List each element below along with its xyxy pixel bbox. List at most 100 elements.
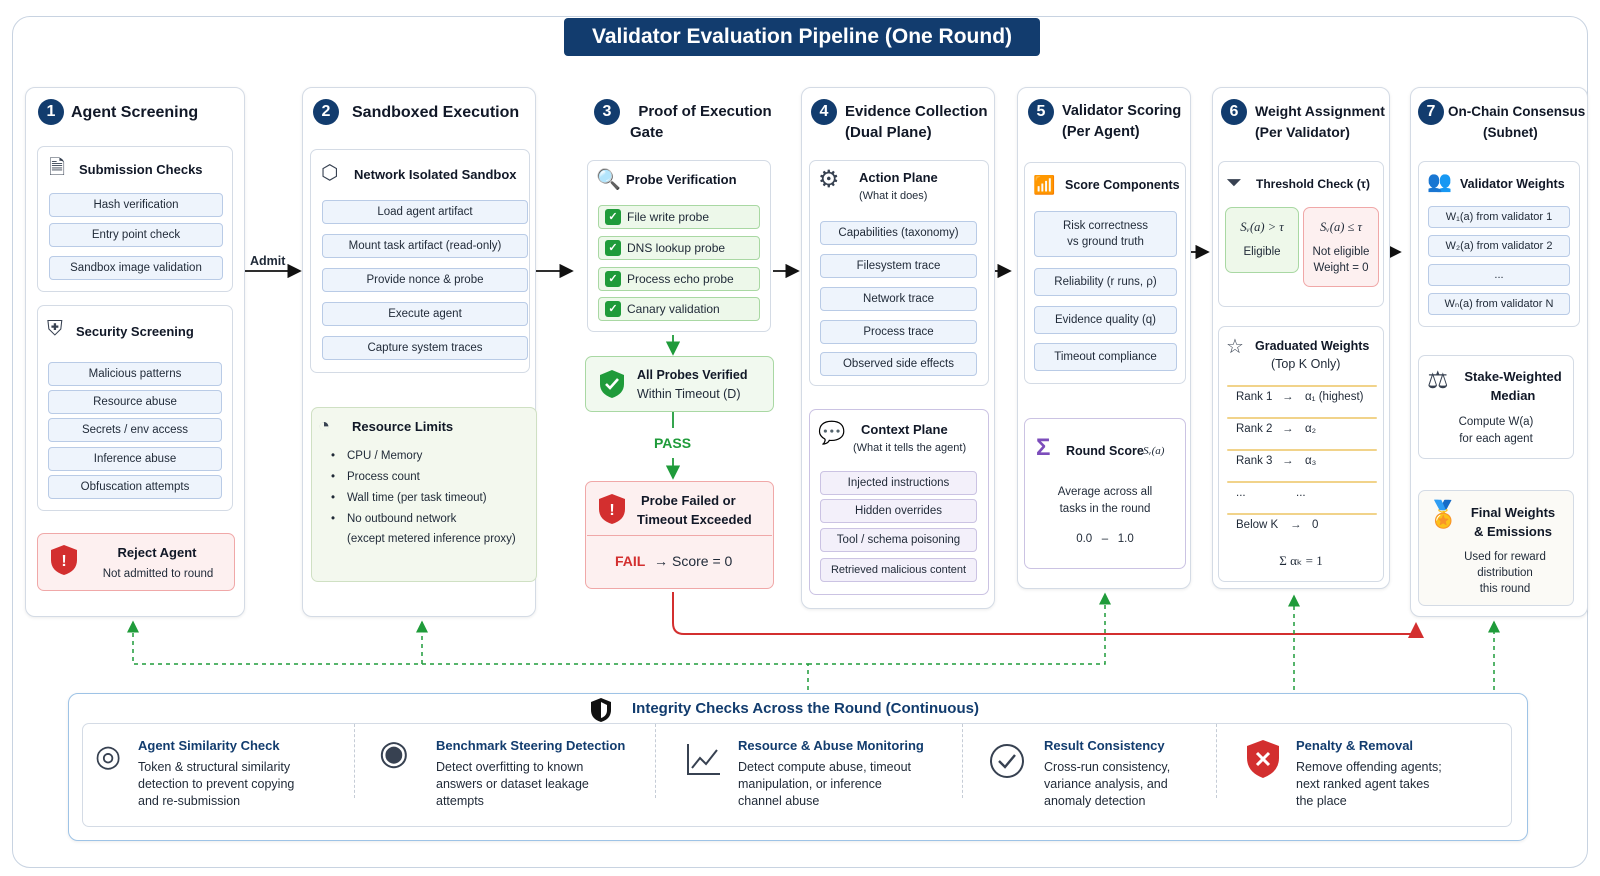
rank-row: Rank 1→α₁ (highest) <box>1227 385 1377 403</box>
col-title-2: (Per Agent) <box>1062 124 1140 140</box>
divider <box>655 724 656 798</box>
integrity-item-title: Resource & Abuse Monitoring <box>738 738 924 753</box>
final-title: Final Weights <box>1470 505 1556 520</box>
integrity-shield-icon <box>591 698 611 722</box>
desc-line: manipulation, or inference <box>738 777 882 791</box>
rank-row: ...... <box>1227 481 1377 499</box>
limit-item: (except metered inference proxy) <box>347 533 516 545</box>
validator-weight-item: Wₙ(a) from validator N <box>1428 293 1570 315</box>
sandbox-step: Load agent artifact <box>322 200 528 224</box>
integrity-item-title: Benchmark Steering Detection <box>436 738 626 753</box>
box-title: Graduated Weights <box>1255 339 1370 353</box>
box-title: Score Components <box>1065 178 1180 192</box>
box-title: Validator Weights <box>1460 177 1565 191</box>
alpha-sum: Σ αₖ = 1 <box>1279 553 1323 568</box>
probe-label: Process echo probe <box>627 272 734 286</box>
probe-item: ✓Canary validation <box>598 297 760 321</box>
reject-title: Reject Agent <box>117 545 197 560</box>
fingerprint-icon: ◎ <box>95 740 122 773</box>
pass-label: PASS <box>654 435 692 451</box>
probe-item: ✓ File write probe <box>598 205 760 229</box>
final-desc: Used for reward <box>1464 551 1546 563</box>
cube-icon: ⬡ <box>321 162 339 184</box>
col-title-2: (Dual Plane) <box>845 124 932 141</box>
context-item: Retrieved malicious content <box>820 558 977 582</box>
step-number: 1 <box>38 99 64 125</box>
probe-item: ✓Process echo probe <box>598 267 760 291</box>
desc-line: attempts <box>436 794 484 808</box>
evidence-item: Network trace <box>820 287 977 311</box>
component-item: Reliability (r runs, ρ) <box>1034 268 1177 296</box>
round-symbol: Sᵥ(a) <box>1143 445 1165 457</box>
not-eligible-cond: Sᵥ(a) ≤ τ <box>1320 220 1362 234</box>
rank-label: Rank 1 <box>1236 391 1273 403</box>
context-item: Injected instructions <box>820 471 977 495</box>
box-title: Threshold Check (τ) <box>1256 177 1371 191</box>
context-item: Tool / schema poisoning <box>820 528 977 552</box>
verified-shield-icon <box>600 370 624 398</box>
eligible-box <box>1225 207 1299 273</box>
rank-label: Rank 3 <box>1236 455 1273 467</box>
sandbox-step: Mount task artifact (read-only) <box>322 234 528 258</box>
limit-item: CPU / Memory <box>347 450 423 462</box>
desc-line: Detect compute abuse, timeout <box>738 760 912 774</box>
col-title-2: Gate <box>630 124 664 141</box>
plane-sub: (What it tells the agent) <box>853 442 967 454</box>
integrity-item: Agent Similarity Check Token & structura… <box>138 737 294 810</box>
probe-label: DNS lookup probe <box>627 241 726 255</box>
not-eligible-label: Not eligible <box>1312 246 1370 258</box>
rank-row: Rank 3→α₃ <box>1227 449 1377 467</box>
step-number: 2 <box>313 99 339 125</box>
divider <box>354 724 355 798</box>
evidence-item: Capabilities (taxonomy) <box>820 221 977 245</box>
check-icon: ✓ <box>605 209 621 225</box>
integrity-item-desc: Remove offending agents;next ranked agen… <box>1296 759 1442 810</box>
evidence-item: Filesystem trace <box>820 254 977 278</box>
integrity-item: Benchmark Steering Detection Detect over… <box>436 737 625 810</box>
integrity-item-desc: Cross-run consistency,variance analysis,… <box>1044 759 1170 810</box>
col-title: Validator Scoring <box>1062 103 1182 119</box>
bar-chart-icon: 📶 <box>1033 175 1056 195</box>
not-eligible-weight: Weight = 0 <box>1313 262 1369 274</box>
round-range: 0.0 – 1.0 <box>1076 533 1134 545</box>
context-item: Hidden overrides <box>820 499 977 523</box>
failed-shield-icon: ! <box>599 494 625 524</box>
col-title: Weight Assignment <box>1255 103 1385 119</box>
col-title: Proof of Execution <box>638 103 772 120</box>
check-item: Hash verification <box>49 193 223 217</box>
rank-label: Below K <box>1236 519 1279 531</box>
reject-sub: Not admitted to round <box>102 568 214 580</box>
security-item: Inference abuse <box>48 447 222 471</box>
award-ribbon-icon: 🏅 <box>1427 499 1460 529</box>
integrity-feedback-col5 <box>808 592 1111 665</box>
desc-line: and re-submission <box>138 794 241 808</box>
integrity-item-desc: Detect compute abuse, timeout manipulatio… <box>738 759 924 810</box>
limit-bullet: • <box>331 471 336 483</box>
eligible-cond: Sᵥ(a) > τ <box>1240 220 1284 234</box>
reject-shield-icon: ! <box>51 545 77 575</box>
divider <box>1216 724 1217 798</box>
probe-label: File write probe <box>627 210 710 224</box>
rank-arrow: → <box>1290 519 1302 531</box>
sigma-icon: Σ <box>1036 434 1051 461</box>
integrity-item: Penalty & Removal Remove offending agent… <box>1296 737 1442 810</box>
rank-value: 0 <box>1312 519 1319 531</box>
rank-value: α₂ <box>1305 423 1317 435</box>
verified-line1: All Probes Verified <box>637 368 748 382</box>
graduated-box <box>1218 326 1384 582</box>
rank-label: Rank 2 <box>1236 423 1273 435</box>
verified-line2: Within Timeout (D) <box>637 387 741 401</box>
median-title-2: Median <box>1490 388 1536 403</box>
sandbox-box <box>310 149 530 373</box>
validator-weight-item: W₁(a) from validator 1 <box>1428 206 1570 228</box>
not-eligible-box <box>1303 207 1379 287</box>
final-desc: this round <box>1479 583 1531 595</box>
median-box <box>1418 355 1574 459</box>
sandbox-step: Capture system traces <box>322 336 528 360</box>
median-desc: for each agent <box>1459 433 1533 445</box>
failed-line1: Probe Failed or <box>641 493 736 508</box>
component-item: Evidence quality (q) <box>1034 306 1177 334</box>
desc-line: Token & structural similarity <box>138 760 291 774</box>
gauge-icon: ◔ <box>318 415 331 437</box>
